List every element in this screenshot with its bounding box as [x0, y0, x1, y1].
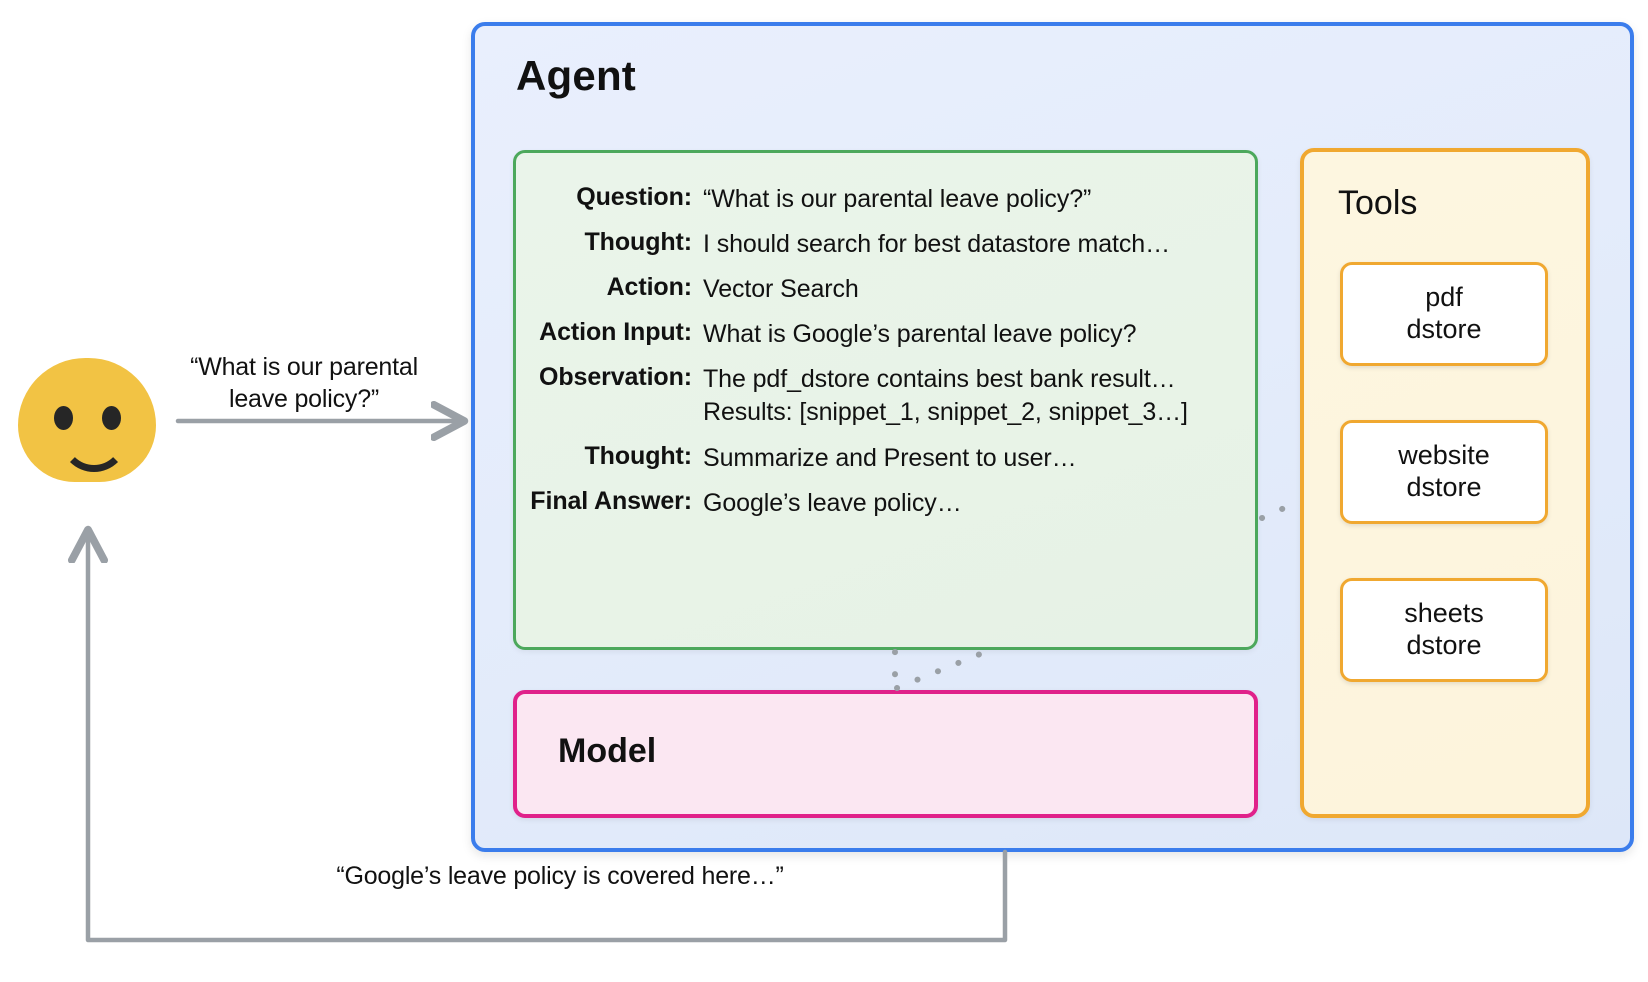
trace-row-label: Thought:	[584, 228, 693, 256]
tools-container: Tools pdf dstore website dstore sheets d…	[1300, 148, 1590, 818]
trace-row: Observation: The pdf_dstore contains bes…	[516, 363, 1188, 429]
trace-row-value: Vector Search	[703, 275, 859, 303]
trace-row: Thought: Summarize and Present to user…	[516, 442, 1077, 475]
trace-row: Action Input: What is Google’s parental …	[516, 318, 1136, 351]
agent-answer-label: “Google’s leave policy is covered here…”	[336, 862, 784, 890]
tools-title: Tools	[1338, 184, 1418, 222]
trace-row-value: “What is our parental leave policy?”	[703, 185, 1092, 213]
tool-card-website-dstore[interactable]: website dstore	[1340, 420, 1548, 524]
trace-row: Final Answer: Google’s leave policy…	[516, 487, 962, 520]
trace-row-label: Observation:	[539, 363, 692, 391]
trace-row-label: Action:	[606, 273, 693, 301]
trace-row-label: Question:	[576, 183, 692, 211]
tool-card-pdf-dstore[interactable]: pdf dstore	[1340, 262, 1548, 366]
model-title: Model	[558, 732, 657, 770]
react-trace-rows: Question: “What is our parental leave po…	[516, 153, 1261, 653]
react-trace-container: Question: “What is our parental leave po…	[513, 150, 1258, 650]
trace-row-value: Google’s leave policy…	[703, 489, 962, 517]
trace-row-label: Final Answer:	[530, 487, 692, 515]
avatar-smile	[60, 430, 128, 472]
trace-row: Thought: I should search for best datast…	[516, 228, 1171, 261]
smiley-face-avatar-icon	[18, 358, 156, 482]
trace-row: Question: “What is our parental leave po…	[516, 183, 1091, 216]
model-container: Model	[513, 690, 1258, 818]
trace-row-value: The pdf_dstore contains best bank result…	[703, 365, 1188, 426]
trace-row-value: Summarize and Present to user…	[703, 444, 1077, 472]
avatar-eye-right	[102, 406, 121, 430]
trace-row-value: I should search for best datastore match…	[703, 230, 1170, 258]
agent-title: Agent	[516, 52, 636, 99]
trace-row-label: Thought:	[584, 442, 693, 470]
tool-card-label: pdf dstore	[1406, 282, 1482, 344]
user-question-label: “What is our parental leave policy?”	[190, 353, 418, 413]
avatar-eye-left	[54, 406, 73, 430]
tool-card-label: website dstore	[1398, 440, 1490, 502]
trace-row-value: What is Google’s parental leave policy?	[703, 320, 1137, 348]
trace-row-label: Action Input:	[539, 318, 692, 346]
tool-card-sheets-dstore[interactable]: sheets dstore	[1340, 578, 1548, 682]
tool-card-label: sheets dstore	[1404, 598, 1484, 660]
trace-row: Action: Vector Search	[516, 273, 859, 306]
